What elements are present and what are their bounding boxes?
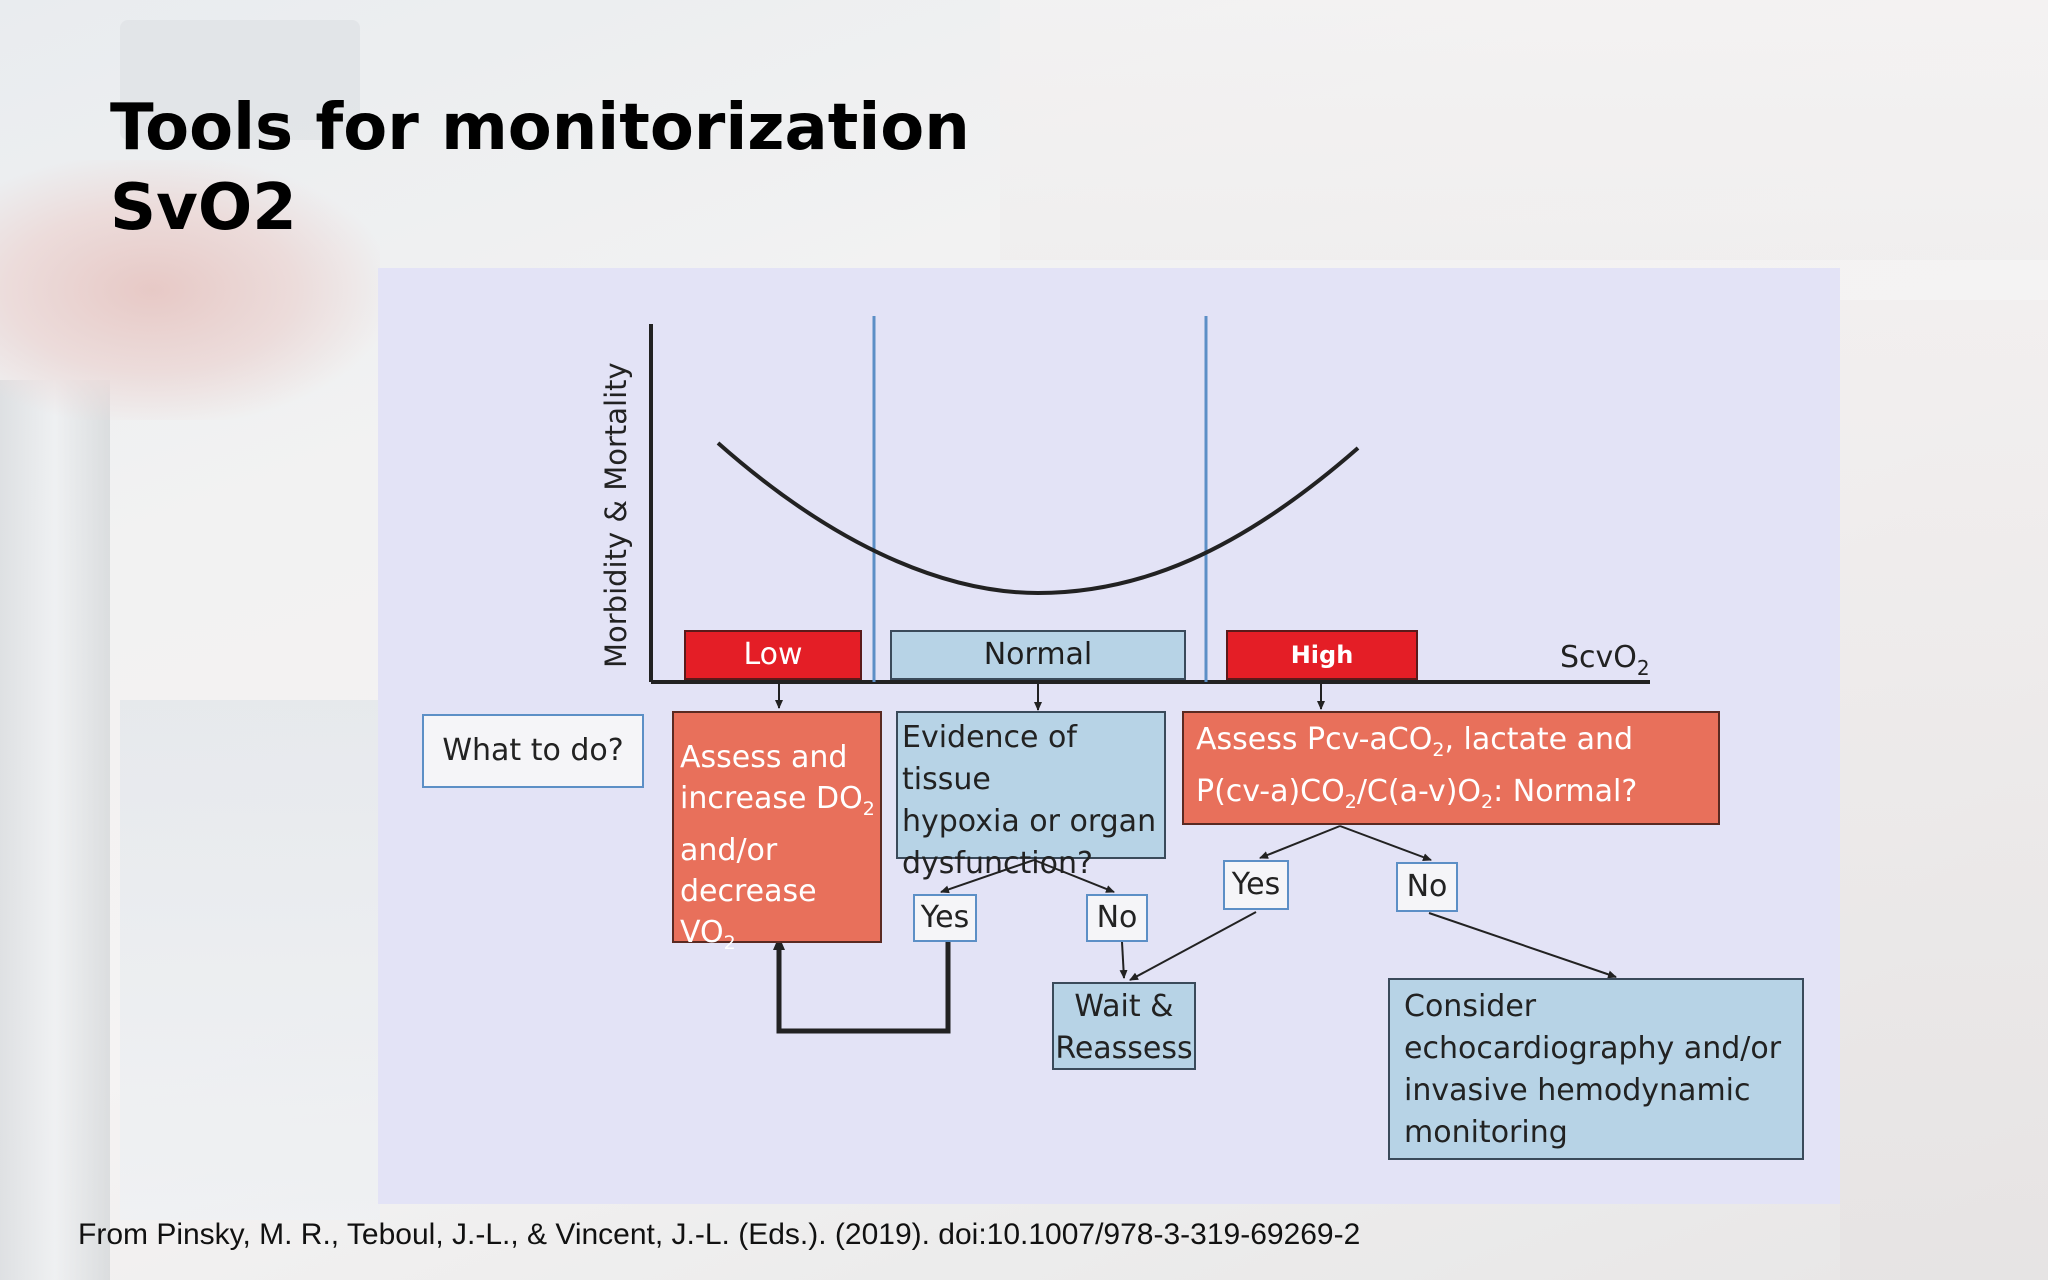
- what-to-do-box: What to do?: [422, 714, 644, 788]
- band-low: Low: [684, 630, 862, 680]
- high-no-label: No: [1406, 869, 1448, 904]
- arrow-high-yes-wait: [1129, 911, 1257, 981]
- normal-no-box: No: [1086, 894, 1148, 942]
- arrow-normal-yes: [940, 859, 1035, 894]
- arrow-high-no-consider: [1428, 912, 1617, 979]
- band-normal: Normal: [890, 630, 1186, 680]
- y-axis-label: Morbidity & Mortality: [599, 362, 633, 668]
- low-action-line-3: and/or: [680, 833, 778, 868]
- arrow-no-wait: [1119, 941, 1128, 979]
- arrow-yes-loop: [776, 940, 951, 1034]
- high-no-box: No: [1396, 862, 1458, 912]
- high-yes-label: Yes: [1231, 867, 1281, 902]
- normal-yes-box: Yes: [913, 894, 977, 942]
- band-high-label: High: [1290, 641, 1354, 669]
- title-line-1: Tools for monitorization: [110, 91, 970, 165]
- low-action-line-1: Assess and: [680, 740, 848, 775]
- low-action-line-2: increase DO2: [680, 781, 875, 820]
- consider-box: Consider echocardiography and/or invasiv…: [1388, 978, 1804, 1160]
- high-question-line-1: Assess Pcv-aCO2, lactate and: [1196, 722, 1634, 761]
- arrow-normal-no: [1033, 859, 1115, 893]
- diagram-lines: Morbidity & Mortality ScvO2: [599, 316, 1650, 1034]
- band-high: High: [1226, 630, 1418, 680]
- low-action-box: Assess and increase DO2 and/or decrease …: [672, 711, 882, 954]
- x-axis-label: ScvO2: [1560, 640, 1650, 680]
- arrow-high-no: [1339, 825, 1432, 861]
- high-yes-box: Yes: [1223, 860, 1289, 910]
- title-line-2: SvO2: [110, 171, 297, 245]
- slide-title: Tools for monitorization SvO2: [110, 88, 970, 248]
- citation: From Pinsky, M. R., Teboul, J.-L., & Vin…: [78, 1218, 1361, 1251]
- wait-reassess-box: Wait & Reassess: [1052, 982, 1196, 1070]
- normal-yes-label: Yes: [920, 900, 970, 935]
- what-to-do-label: What to do?: [442, 733, 624, 768]
- normal-question-box: Evidence of tissue hypoxia or organ dysf…: [896, 711, 1166, 881]
- band-normal-label: Normal: [983, 637, 1093, 672]
- arrow-high-yes: [1259, 825, 1341, 859]
- high-question-box: Assess Pcv-aCO2, lactate and P(cv-a)CO2/…: [1182, 711, 1720, 825]
- u-curve: [716, 441, 1360, 596]
- low-action-line-4: decrease VO2: [680, 874, 817, 954]
- scvo2-diagram: Morbidity & Mortality ScvO2 Low Normal H…: [378, 268, 1840, 1204]
- band-low-label: Low: [743, 637, 803, 672]
- normal-no-label: No: [1096, 900, 1138, 935]
- high-question-line-2: P(cv-a)CO2/C(a-v)O2: Normal?: [1196, 774, 1638, 813]
